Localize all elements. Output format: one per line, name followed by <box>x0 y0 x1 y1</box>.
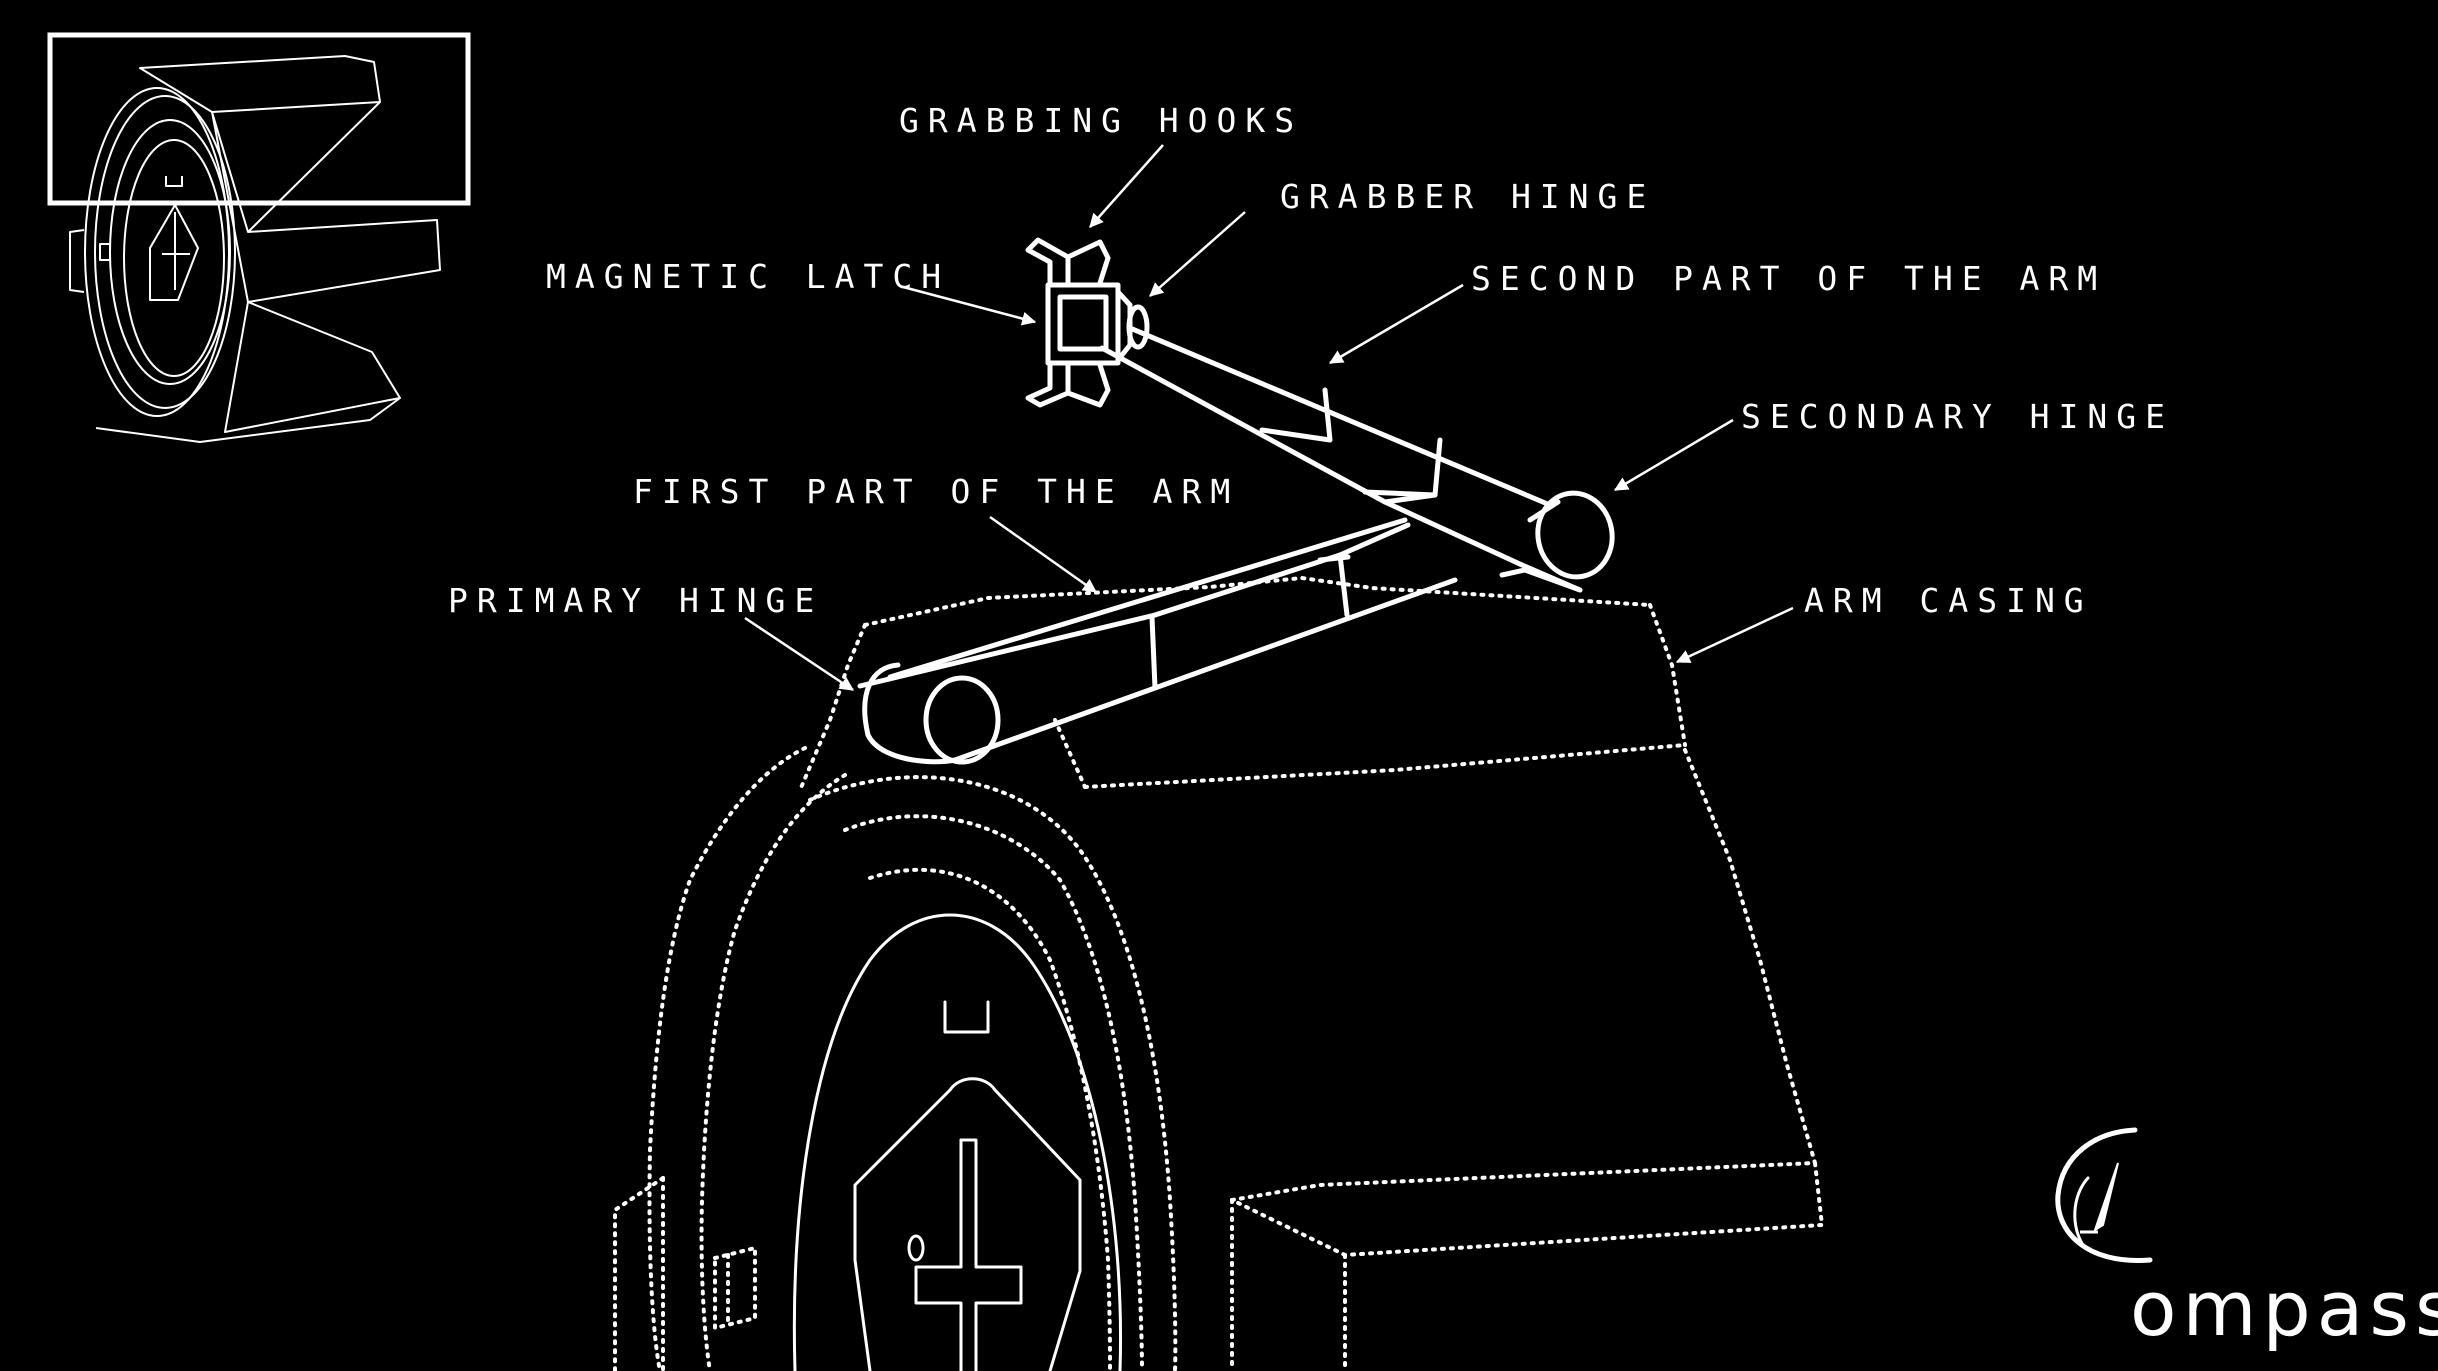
label-second-part-of-arm: SECOND PART OF THE ARM <box>1471 259 2106 298</box>
compass-logo: ompass <box>2055 1127 2438 1353</box>
label-secondary-hinge: SECONDARY HINGE <box>1741 397 2174 436</box>
label-first-part-of-arm: FIRST PART OF THE ARM <box>633 472 1239 511</box>
label-magnetic-latch: MAGNETIC LATCH <box>546 257 950 296</box>
label-arm-casing: ARM CASING <box>1804 581 2093 620</box>
compass-needle-icon <box>2055 1127 2153 1263</box>
watch-face <box>792 913 1122 1371</box>
label-grabbing-hooks: GRABBING HOOKS <box>899 101 1303 140</box>
thumbnail-focus-frame <box>47 32 471 206</box>
primary-hinge-cylinder <box>862 662 1001 765</box>
label-primary-hinge: PRIMARY HINGE <box>448 581 823 620</box>
secondary-hinge-cylinder <box>1499 490 1615 593</box>
grabber-assembly <box>1025 237 1150 408</box>
thumbnail-watch <box>69 55 441 443</box>
logo-wordmark: ompass <box>2130 1264 2438 1353</box>
label-grabber-hinge: GRABBER HINGE <box>1280 177 1655 216</box>
robotic-arm <box>857 237 1615 765</box>
leader-lines <box>744 144 1794 692</box>
